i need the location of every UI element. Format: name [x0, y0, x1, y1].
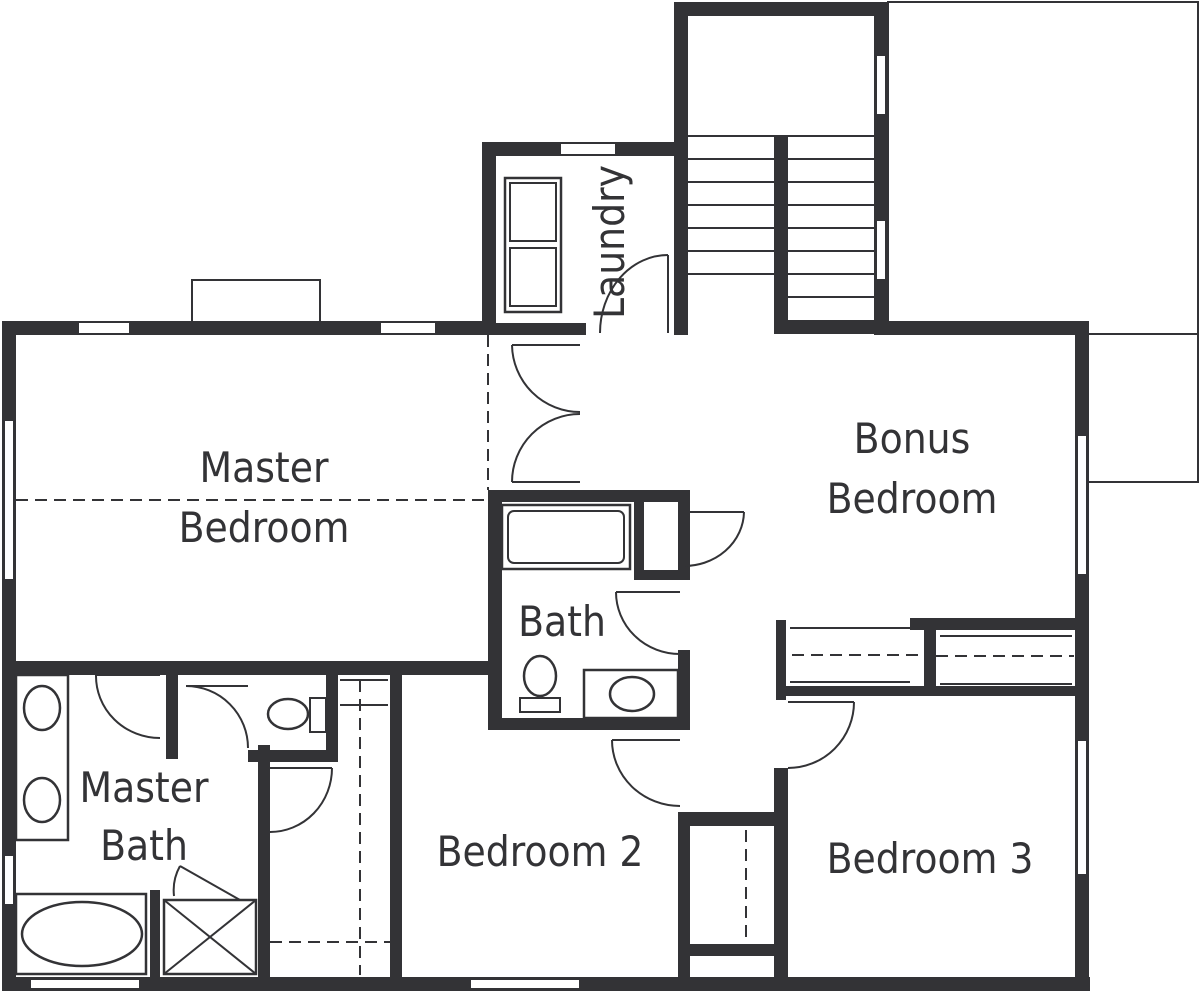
closet-doors	[340, 627, 1072, 940]
interior-walls	[16, 323, 1076, 977]
doors	[94, 254, 855, 901]
master-bedroom-label-2: Bedroom	[179, 503, 350, 552]
laundry-appliances	[503, 176, 563, 314]
exterior-outlines	[191, 1, 1199, 483]
laundry-label: Laundry	[585, 165, 634, 319]
stairs	[688, 135, 874, 298]
room-labels: Master Bedroom Bonus Bedroom Bath Master…	[79, 165, 1033, 883]
bedroom-2-label: Bedroom 2	[437, 827, 644, 876]
bonus-bedroom-label: Bonus	[854, 414, 971, 463]
master-bedroom-label: Master	[199, 443, 329, 492]
bonus-bedroom-label-2: Bedroom	[827, 474, 998, 523]
bedroom-3-label: Bedroom 3	[827, 834, 1034, 883]
windows	[3, 54, 1088, 990]
dashed-lines	[16, 335, 1074, 975]
bath-label: Bath	[518, 597, 606, 646]
master-bath-label: Master	[79, 763, 209, 812]
master-bath-label-2: Bath	[100, 821, 188, 870]
bath-fixtures	[14, 503, 680, 976]
